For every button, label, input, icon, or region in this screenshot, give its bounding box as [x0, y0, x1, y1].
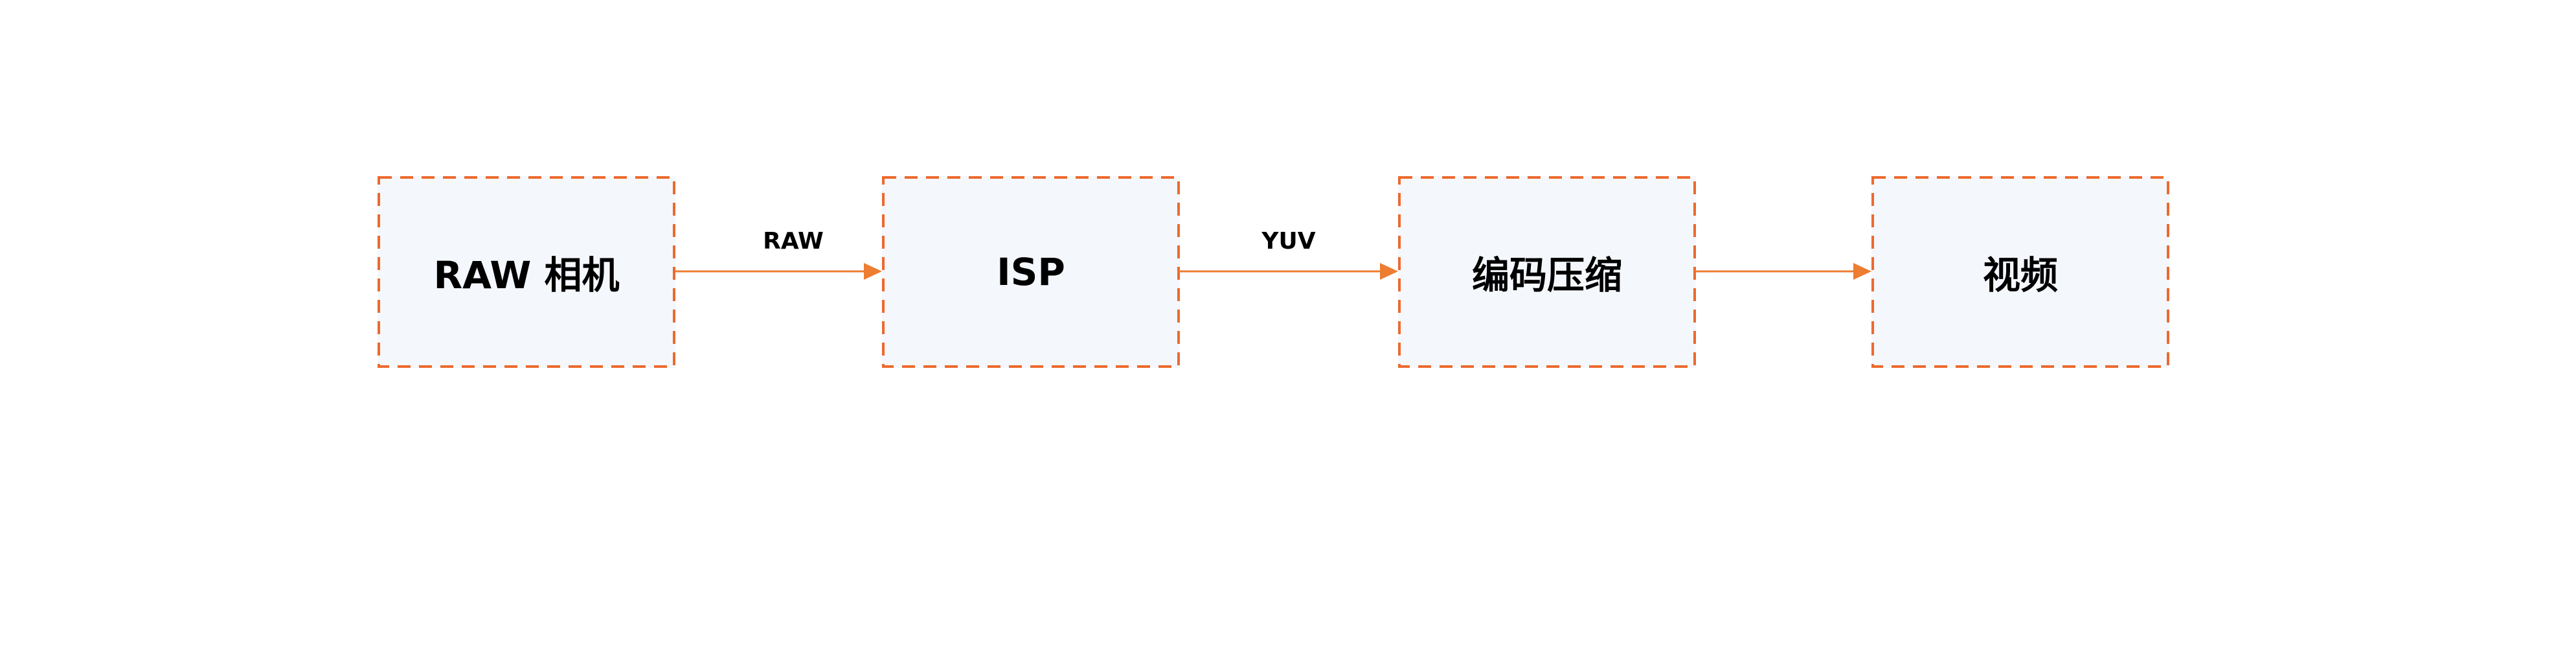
edge-label-raw: RAW: [763, 228, 824, 255]
node-raw-camera: RAW 相机: [378, 176, 675, 368]
node-encode: 编码压缩: [1398, 176, 1696, 368]
arrowhead-icon: [1380, 263, 1398, 280]
edge-arrow-raw: [675, 262, 882, 282]
node-label: 编码压缩: [1471, 253, 1622, 297]
edge-arrow-yuv: [1179, 262, 1398, 282]
node-label: ISP: [997, 250, 1065, 294]
edge-label-yuv: YUV: [1261, 228, 1316, 255]
node-video: 视频: [1871, 176, 2169, 368]
edge-arrow-video: [1695, 262, 1871, 282]
node-label: 视频: [1982, 253, 2058, 297]
node-border: [1871, 176, 2169, 368]
arrowhead-icon: [1853, 263, 1871, 280]
node-isp: ISP: [882, 176, 1180, 368]
arrowhead-icon: [864, 263, 882, 280]
node-label: RAW 相机: [433, 253, 620, 297]
node-border: [378, 176, 675, 368]
node-border: [1398, 176, 1696, 368]
